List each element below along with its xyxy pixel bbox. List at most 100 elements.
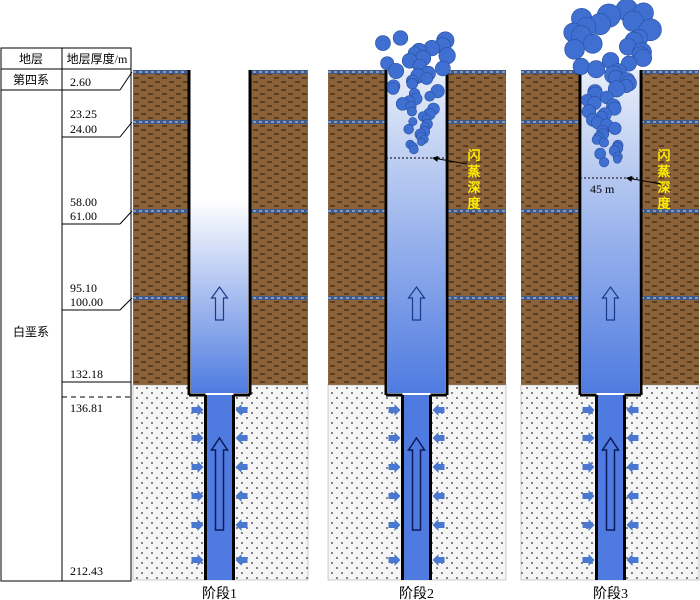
depth-label: 212.43 xyxy=(70,564,103,578)
vapor-bubble xyxy=(607,80,625,98)
depth-label: 23.25 xyxy=(70,107,97,121)
vapor-bubble xyxy=(572,57,590,75)
open-hole-water xyxy=(402,395,431,580)
inflow-arrow xyxy=(191,432,204,444)
stage-label: 阶段3 xyxy=(593,586,628,600)
table-frame xyxy=(0,47,132,582)
inflow-arrow xyxy=(582,461,595,473)
upflow-arrow xyxy=(601,285,620,321)
flash-depth-label: 闪蒸深度 xyxy=(467,148,481,211)
inflow-arrow xyxy=(432,432,445,444)
inflow-arrow xyxy=(388,461,401,473)
vapor-bubble xyxy=(387,82,400,95)
vapor-bubble xyxy=(406,106,417,117)
inflow-arrow xyxy=(235,490,248,502)
inflow-arrow xyxy=(235,554,248,566)
depth-row: 212.43 xyxy=(70,564,103,578)
vapor-bubble xyxy=(403,124,414,135)
depth-label: 61.00 xyxy=(70,209,97,223)
inflow-arrow xyxy=(432,404,445,416)
inflow-arrow xyxy=(626,404,639,416)
vapor-bubble xyxy=(587,60,606,79)
stage-label: 阶段1 xyxy=(202,586,237,600)
vapor-bubble xyxy=(388,62,405,79)
inflow-arrow xyxy=(235,519,248,531)
wellbore-water xyxy=(191,200,248,393)
depth-row: 24.00 xyxy=(62,121,133,138)
inflow-arrow xyxy=(626,554,639,566)
inflow-arrow xyxy=(626,490,639,502)
wellbore-water xyxy=(388,70,445,393)
inflow-arrow xyxy=(582,432,595,444)
upflow-arrow xyxy=(210,436,229,531)
inflow-arrow xyxy=(191,461,204,473)
open-hole-water xyxy=(596,395,625,580)
depth-label: 132.18 xyxy=(70,367,103,381)
upflow-arrow xyxy=(210,285,229,321)
depth-label: 136.81 xyxy=(70,401,103,415)
vapor-bubble xyxy=(598,137,609,148)
depth-label: 100.00 xyxy=(70,295,103,309)
stage-panel-3: 阶段3 闪蒸深度 45 m xyxy=(520,0,700,600)
upflow-arrow xyxy=(601,436,620,531)
depth-label: 58.00 xyxy=(70,195,97,209)
inflow-arrow xyxy=(432,519,445,531)
inflow-arrow xyxy=(235,461,248,473)
inflow-arrow xyxy=(235,432,248,444)
stage-panel-1: 阶段1 xyxy=(132,70,309,600)
inflow-arrow xyxy=(388,519,401,531)
depth-label: 2.60 xyxy=(70,75,91,89)
inflow-arrow xyxy=(582,404,595,416)
depth-label: 24.00 xyxy=(70,122,97,136)
header-thickness: 地层厚度/m xyxy=(67,51,128,66)
vapor-bubble xyxy=(408,117,418,127)
vapor-bubble xyxy=(599,157,610,168)
vapor-bubble xyxy=(420,72,434,85)
inflow-arrow xyxy=(191,490,204,502)
inflow-arrow xyxy=(432,461,445,473)
vapor-bubble xyxy=(424,90,435,102)
flash-depth-pointer xyxy=(432,155,468,165)
depth-row: 58.00 xyxy=(70,195,97,209)
vapor-bubble xyxy=(406,77,419,90)
inflow-arrow xyxy=(388,404,401,416)
stage-label: 阶段2 xyxy=(399,586,434,600)
depth-label: 95.10 xyxy=(70,281,97,295)
formation-quaternary: 第四系 xyxy=(13,73,49,87)
vapor-bubble xyxy=(435,60,451,77)
header-formation: 地层 xyxy=(19,52,43,66)
inflow-arrow xyxy=(388,554,401,566)
inflow-arrow xyxy=(191,519,204,531)
vapor-bubble xyxy=(613,155,622,164)
inflow-arrow xyxy=(626,461,639,473)
upflow-arrow xyxy=(407,285,426,321)
vapor-bubble xyxy=(608,121,622,135)
vapor-bubble xyxy=(582,33,603,54)
vapor-bubble xyxy=(564,39,585,60)
vapor-bubble xyxy=(375,35,391,51)
flash-depth-pointer xyxy=(626,175,662,185)
depth-row: 61.00 xyxy=(62,209,133,225)
inflow-arrow xyxy=(432,490,445,502)
inflow-arrow xyxy=(582,554,595,566)
inflow-arrow xyxy=(582,519,595,531)
inflow-arrow xyxy=(191,404,204,416)
strata-table: 地层 地层厚度/m 第四系 白垩系 2.60 23.25 24.00 58.00… xyxy=(0,47,190,582)
depth-row: 95.10 xyxy=(70,281,97,295)
inflow-arrow xyxy=(626,519,639,531)
vapor-bubble xyxy=(392,30,409,46)
inflow-arrow xyxy=(191,554,204,566)
depth-row: 136.81 xyxy=(62,396,190,415)
inflow-arrow xyxy=(235,404,248,416)
inflow-arrow xyxy=(432,554,445,566)
depth-row: 23.25 xyxy=(70,107,97,121)
flash-depth-label: 闪蒸深度 xyxy=(657,148,671,211)
depth-row: 132.18 xyxy=(62,367,131,383)
formation-cretaceous: 白垩系 xyxy=(13,324,49,339)
flash-depth-value: 45 m xyxy=(590,182,615,196)
vapor-bubble xyxy=(633,48,653,67)
depth-row: 2.60 xyxy=(62,71,133,91)
vapor-bubble xyxy=(409,144,419,155)
